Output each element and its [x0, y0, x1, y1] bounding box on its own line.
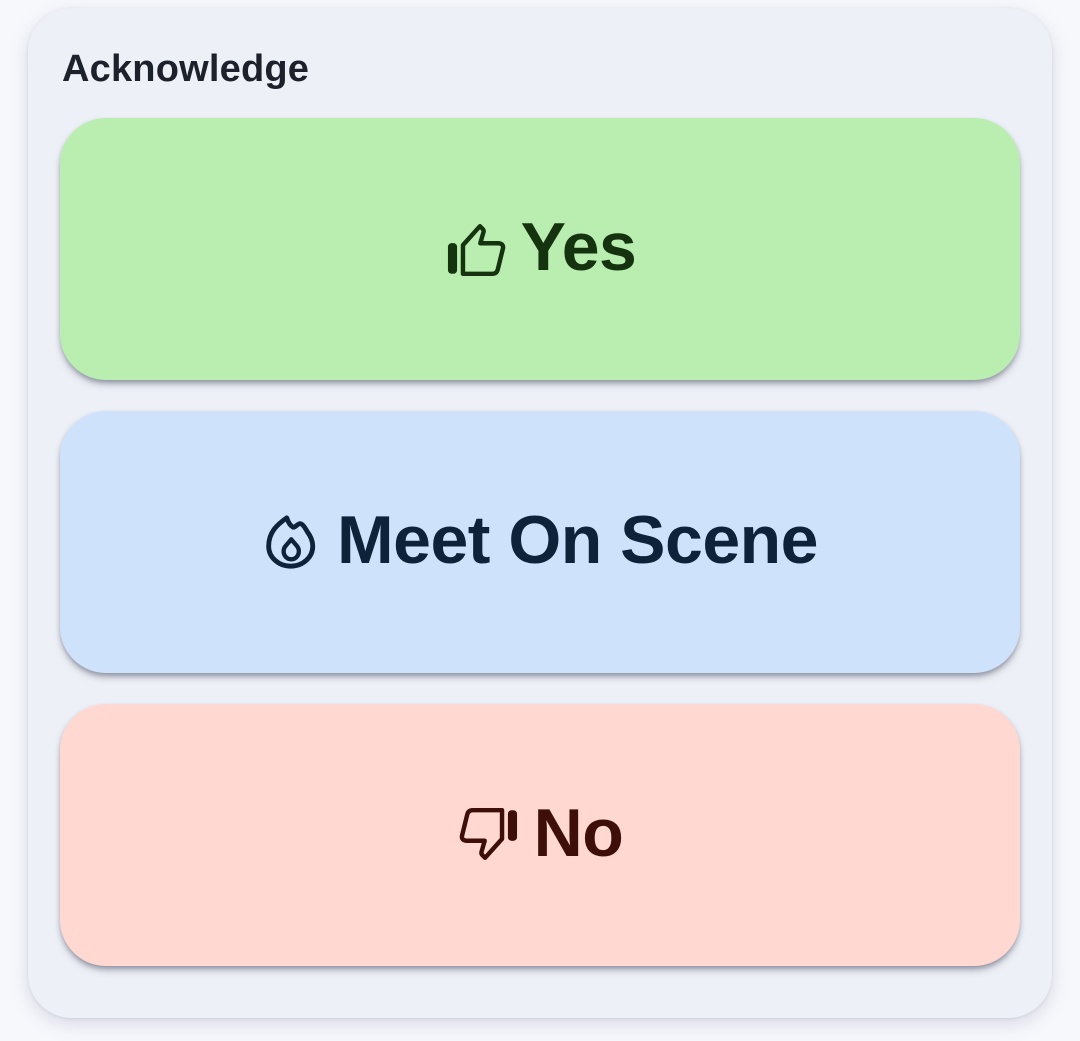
meet-on-scene-button-label: Meet On Scene	[337, 501, 819, 578]
yes-button-label: Yes	[520, 208, 637, 285]
flame-icon	[262, 513, 324, 571]
yes-button[interactable]: Yes	[60, 117, 1020, 380]
acknowledge-panel: Acknowledge Yes Meet On Scene	[28, 8, 1052, 1018]
panel-title: Acknowledge	[62, 48, 310, 90]
acknowledge-options: Yes Meet On Scene No	[60, 117, 1020, 966]
no-button-label: No	[533, 794, 624, 871]
no-button[interactable]: No	[60, 703, 1020, 966]
meet-on-scene-button[interactable]: Meet On Scene	[60, 410, 1020, 673]
thumb-down-icon	[457, 805, 521, 865]
thumb-up-icon	[444, 219, 508, 279]
